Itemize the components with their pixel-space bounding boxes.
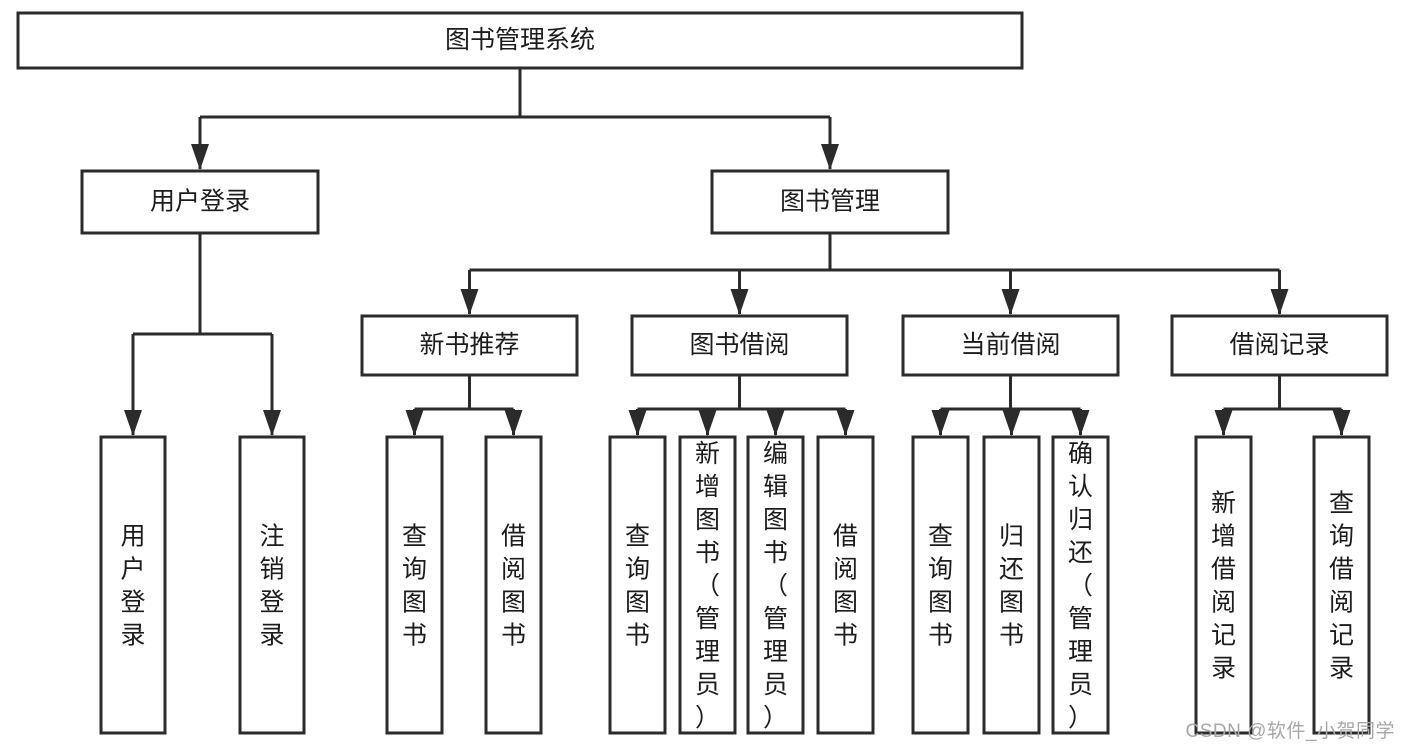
node-box-recommend-borrow-book [484, 435, 543, 735]
cat-3-arrow-0 [1214, 410, 1233, 436]
cat-2-arrow-2 [1071, 410, 1090, 436]
cat-1-arrow-2 [766, 410, 785, 436]
node-current-confirm-return[interactable]: 确认归还（管理员） [1051, 435, 1110, 735]
node-user-login[interactable]: 用户登录 [80, 169, 320, 235]
book-manage-arrow-3 [1270, 289, 1289, 315]
node-box-new-book-recommend [360, 314, 579, 377]
node-label-recommend-borrow-book: 借阅图书 [501, 523, 526, 650]
connector-layer [124, 68, 1351, 436]
user-login-arrow-0 [124, 410, 142, 436]
node-label-borrow-borrow-book: 借阅图书 [833, 523, 858, 650]
root-arrow-0 [191, 144, 209, 170]
node-records-query[interactable]: 查询借阅记录 [1312, 435, 1371, 735]
node-label-records-query: 查询借阅记录 [1329, 490, 1354, 683]
node-records-add[interactable]: 新增借阅记录 [1194, 435, 1253, 735]
node-book-manage[interactable]: 图书管理 [710, 169, 950, 235]
node-label-user-login: 用户登录 [150, 188, 250, 216]
node-recommend-borrow-book[interactable]: 借阅图书 [484, 435, 543, 735]
book-manage-arrow-0 [460, 289, 479, 315]
node-box-book-manage [710, 169, 950, 235]
cat-3-arrow-1 [1332, 410, 1351, 436]
node-box-book-borrow [630, 314, 849, 377]
node-box-user-login [80, 169, 320, 235]
node-label-user-logout: 注销登录 [259, 523, 284, 650]
node-box-root [16, 11, 1024, 70]
node-borrow-borrow-book[interactable]: 借阅图书 [816, 435, 875, 735]
cat-1-arrow-1 [698, 410, 717, 436]
node-label-book-borrow: 图书借阅 [689, 331, 789, 359]
node-box-current-return-book [982, 435, 1041, 735]
node-user-login-do[interactable]: 用户登录 [99, 435, 167, 735]
cat-2-arrow-1 [1002, 410, 1021, 436]
cat-1-arrow-0 [628, 410, 647, 436]
node-box-current-borrow [901, 314, 1120, 377]
node-current-return-book[interactable]: 归还图书 [982, 435, 1041, 735]
node-book-borrow[interactable]: 图书借阅 [630, 314, 849, 377]
cat-1-arrow-3 [836, 410, 855, 436]
node-label-borrow-add-book: 新增图书（管理员） [695, 440, 720, 732]
node-new-book-recommend[interactable]: 新书推荐 [360, 314, 579, 377]
node-box-borrow-query-book [608, 435, 667, 735]
node-label-book-manage: 图书管理 [780, 188, 880, 216]
node-borrow-query-book[interactable]: 查询图书 [608, 435, 667, 735]
node-box-user-logout [238, 435, 306, 735]
node-current-borrow[interactable]: 当前借阅 [901, 314, 1120, 377]
node-box-current-query-book [911, 435, 970, 735]
root-arrow-1 [821, 144, 839, 170]
book-manage-arrow-2 [1001, 289, 1020, 315]
node-label-borrow-records: 借阅记录 [1229, 331, 1329, 359]
node-current-query-book[interactable]: 查询图书 [911, 435, 970, 735]
node-box-borrow-records [1170, 314, 1389, 377]
node-label-records-add: 新增借阅记录 [1211, 490, 1236, 683]
cat-0-arrow-1 [504, 410, 523, 436]
node-recommend-query-book[interactable]: 查询图书 [385, 435, 444, 735]
node-label-recommend-query-book: 查询图书 [402, 523, 427, 650]
node-label-borrow-edit-book: 编辑图书（管理员） [763, 440, 788, 732]
node-label-new-book-recommend: 新书推荐 [419, 331, 519, 359]
cat-0-arrow-0 [405, 410, 424, 436]
node-label-current-confirm-return: 确认归还（管理员） [1068, 440, 1093, 732]
node-borrow-add-book[interactable]: 新增图书（管理员） [678, 435, 737, 735]
user-login-arrow-1 [263, 410, 281, 436]
node-box-records-query [1312, 435, 1371, 735]
node-label-current-borrow: 当前借阅 [960, 331, 1060, 359]
node-box-borrow-edit-book [746, 435, 805, 735]
node-label-current-return-book: 归还图书 [999, 523, 1024, 650]
node-user-logout[interactable]: 注销登录 [238, 435, 306, 735]
node-box-recommend-query-book [385, 435, 444, 735]
node-label-current-query-book: 查询图书 [928, 523, 953, 650]
node-borrow-edit-book[interactable]: 编辑图书（管理员） [746, 435, 805, 735]
node-label-borrow-query-book: 查询图书 [625, 523, 650, 650]
node-root[interactable]: 图书管理系统 [16, 11, 1024, 70]
node-label-user-login-do: 用户登录 [120, 523, 145, 650]
node-box-user-login-do [99, 435, 167, 735]
node-box-borrow-borrow-book [816, 435, 875, 735]
node-box-current-confirm-return [1051, 435, 1110, 735]
cat-2-arrow-0 [931, 410, 950, 436]
node-box-records-add [1194, 435, 1253, 735]
node-borrow-records[interactable]: 借阅记录 [1170, 314, 1389, 377]
node-layer: 图书管理系统用户登录用户登录注销登录图书管理新书推荐查询图书借阅图书图书借阅查询… [16, 11, 1389, 735]
node-box-borrow-add-book [678, 435, 737, 735]
node-label-root: 图书管理系统 [445, 26, 595, 54]
book-manage-arrow-1 [730, 289, 749, 315]
